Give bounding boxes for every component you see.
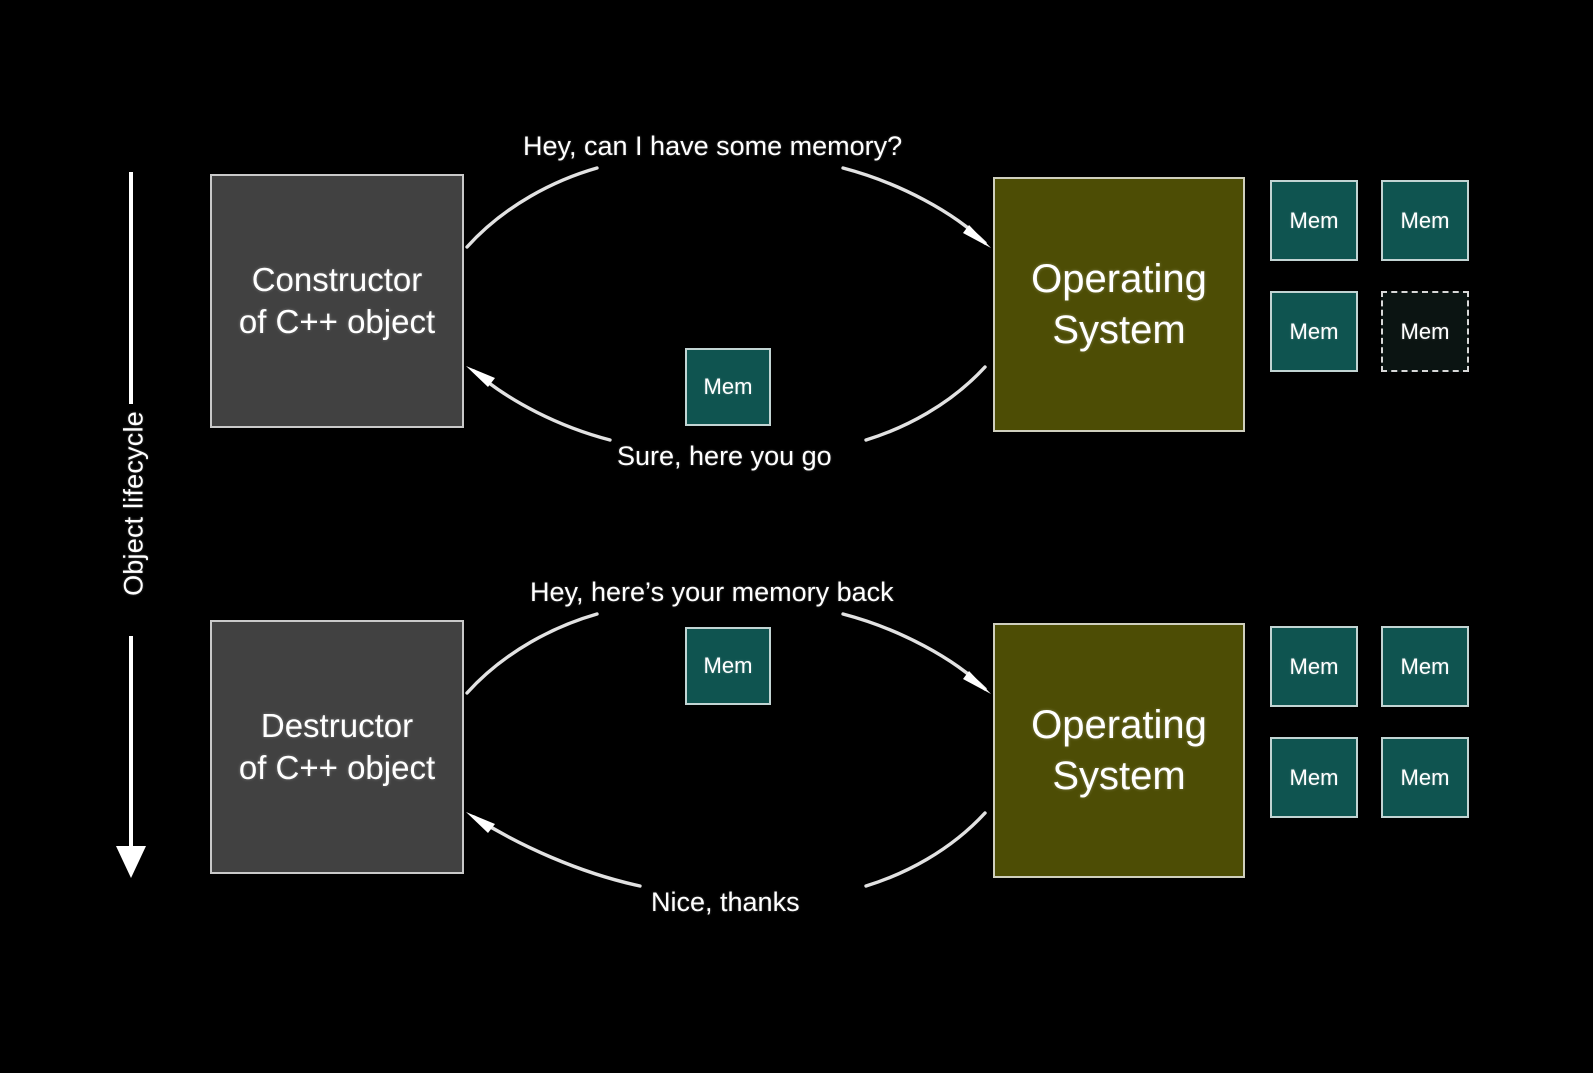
destructor-box[interactable]: Destructor of C++ object (210, 620, 464, 874)
destruction-reply-label: Nice, thanks (651, 887, 800, 917)
os-mem-pool2-chip-2[interactable]: Mem (1381, 626, 1469, 707)
destructor-line-1: Destructor (260, 707, 414, 745)
destructor-box-text: Destructor of C++ object (239, 705, 435, 789)
mem-chip-label: Mem (1400, 318, 1450, 344)
constructor-box[interactable]: Constructor of C++ object (210, 174, 464, 428)
os-mem-pool2-chip-3[interactable]: Mem (1270, 737, 1358, 818)
os-mem-pool-chip-2[interactable]: Mem (1381, 180, 1469, 261)
constructor-line-2: of C++ object (238, 303, 436, 340)
mem-chip-label: Mem (1289, 318, 1339, 344)
os-mem-pool2-chip-1[interactable]: Mem (1270, 626, 1358, 707)
os-mem-pool-chip-3[interactable]: Mem (1270, 291, 1358, 372)
mem-chip-label: Mem (1289, 764, 1339, 790)
os-box-destruction[interactable]: Operating System (993, 623, 1245, 878)
destruction-request-label: Hey, here’s your memory back (530, 577, 894, 607)
object-lifecycle-label: Object lifecycle (118, 411, 149, 596)
mem-chip-label: Mem (1400, 207, 1450, 233)
os-mem-pool-chip-4-allocated[interactable]: Mem (1381, 291, 1469, 372)
os-line-2: System (1052, 307, 1186, 352)
mem-chip-label: Mem (1289, 207, 1339, 233)
destruction-transit-mem-chip[interactable]: Mem (685, 627, 771, 705)
mem-chip-label: Mem (1400, 764, 1450, 790)
mem-chip-label: Mem (1400, 653, 1450, 679)
os-mem-pool-chip-1[interactable]: Mem (1270, 180, 1358, 261)
mem-chip-label: Mem (703, 653, 753, 678)
constructor-line-1: Constructor (251, 261, 423, 299)
os-line-2: System (1052, 753, 1186, 798)
os-box-destruction-text: Operating System (1031, 700, 1207, 802)
constructor-box-text: Constructor of C++ object (239, 259, 435, 343)
destructor-line-2: of C++ object (238, 749, 436, 786)
os-box-construction-text: Operating System (1031, 254, 1207, 356)
os-box-construction[interactable]: Operating System (993, 177, 1245, 432)
mem-chip-label: Mem (1289, 653, 1339, 679)
object-lifecycle-axis: Object lifecycle (104, 168, 160, 880)
construction-request-label: Hey, can I have some memory? (523, 131, 903, 161)
construction-transit-mem-chip[interactable]: Mem (685, 348, 771, 426)
os-line-1: Operating (1031, 702, 1207, 747)
os-line-1: Operating (1031, 256, 1207, 301)
os-mem-pool2-chip-4[interactable]: Mem (1381, 737, 1469, 818)
construction-reply-label: Sure, here you go (617, 441, 832, 471)
mem-chip-label: Mem (703, 374, 753, 399)
